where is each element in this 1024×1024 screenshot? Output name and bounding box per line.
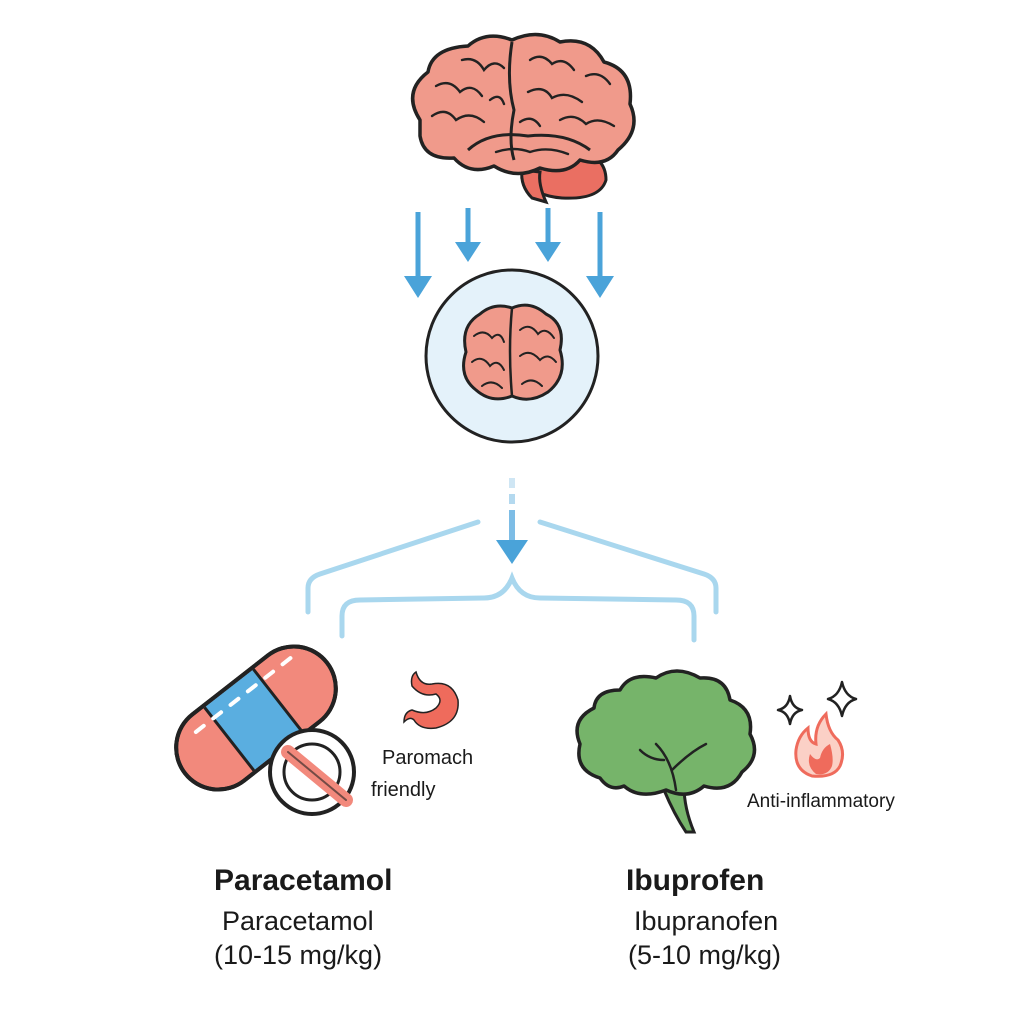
split-arrow <box>496 478 528 564</box>
down-arrow-icon <box>455 208 481 262</box>
sparkle-icon <box>776 680 858 726</box>
paracetamol-note-line1: Paromach <box>382 747 474 769</box>
capsule-icon <box>174 644 338 792</box>
branch-bracket <box>305 519 719 643</box>
ibuprofen-note: Anti-inflammatory <box>747 791 895 812</box>
flame-icon <box>794 710 845 778</box>
paracetamol-subtitle: Paracetamol <box>222 906 374 936</box>
paracetamol-dose: (10-15 mg/kg) <box>214 940 383 970</box>
down-arrow-icon <box>535 208 561 262</box>
tree-icon <box>575 669 757 834</box>
paracetamol-title: Paracetamol <box>214 864 393 897</box>
pill-disk-icon <box>268 728 356 816</box>
down-arrow-icon <box>404 212 432 298</box>
stomach-icon <box>403 670 459 730</box>
down-arrows <box>404 208 614 298</box>
ibuprofen-dose: (5-10 mg/kg) <box>628 940 782 970</box>
paracetamol-note-line2: friendly <box>371 779 436 801</box>
ibuprofen-subtitle: Ibupranofen <box>634 906 779 936</box>
brain-icon <box>410 32 636 205</box>
down-arrow-icon <box>586 212 614 298</box>
brain-in-circle-icon <box>424 268 600 444</box>
ibuprofen-title: Ibuprofen <box>626 864 765 897</box>
